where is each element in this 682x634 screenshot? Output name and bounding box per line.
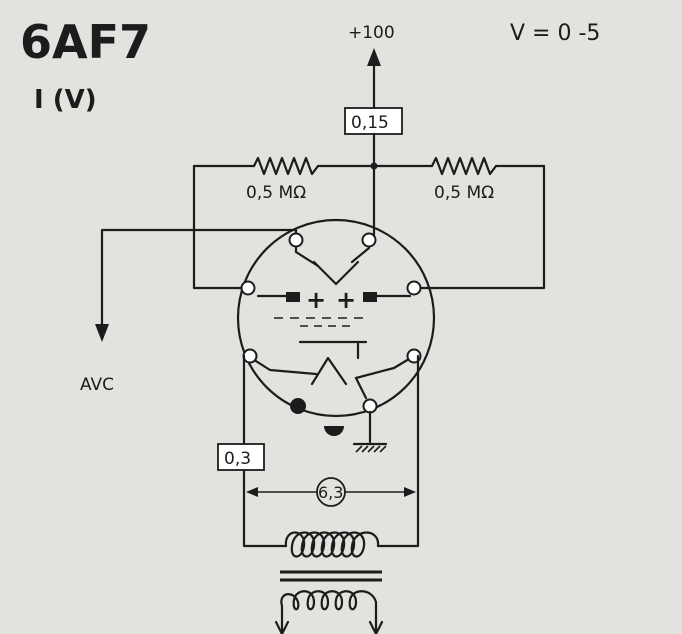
supply-voltage-label: +100 [348,23,395,43]
heater-voltage-dimension: 6,3 [246,477,416,507]
triode-target-electrode [294,238,371,286]
svg-text:+: + [306,286,326,314]
heater-voltage-value: 6,3 [318,483,343,502]
avc-lead [95,228,298,342]
pin-cathode [362,398,378,414]
avc-label: AVC [80,375,114,395]
pin-right-deflector [406,280,422,296]
left-resistor-label: 0,5 MΩ [246,183,306,203]
right-branch-wire [412,164,546,290]
transformer-core [280,570,382,582]
svg-text:+: + [336,286,356,314]
transformer-primary [284,531,380,558]
heater-current-box: 0,3 [217,443,265,471]
heater-current-value: 0,3 [224,449,251,469]
right-resistor-label: 0,5 MΩ [434,183,494,203]
deflector-plates: + + [256,286,412,327]
supply-arrow [367,48,381,110]
pin-key [290,398,306,414]
tube-subtitle-label: I (V) [34,85,97,115]
tube-envelope [236,218,436,418]
ground-symbol [352,410,388,453]
pin-avc [288,232,304,248]
pin-target [361,232,377,248]
heater-lead-right [376,354,420,548]
heater-lead-left [242,354,288,548]
pin-heater-left [242,348,258,364]
tube-type-label: 6AF7 [20,15,151,69]
base-key-notch [324,426,344,436]
left-branch-wire [192,164,250,290]
left-resistor [192,156,376,176]
transformer-secondary [274,590,384,634]
anode-current-value: 0,15 [351,113,389,133]
anode-current-box: 0,15 [344,107,403,135]
voltage-range-label: V = 0 -5 [510,21,600,46]
grid-and-cathode [246,340,416,400]
pin-left-deflector [240,280,256,296]
right-resistor [372,156,546,176]
